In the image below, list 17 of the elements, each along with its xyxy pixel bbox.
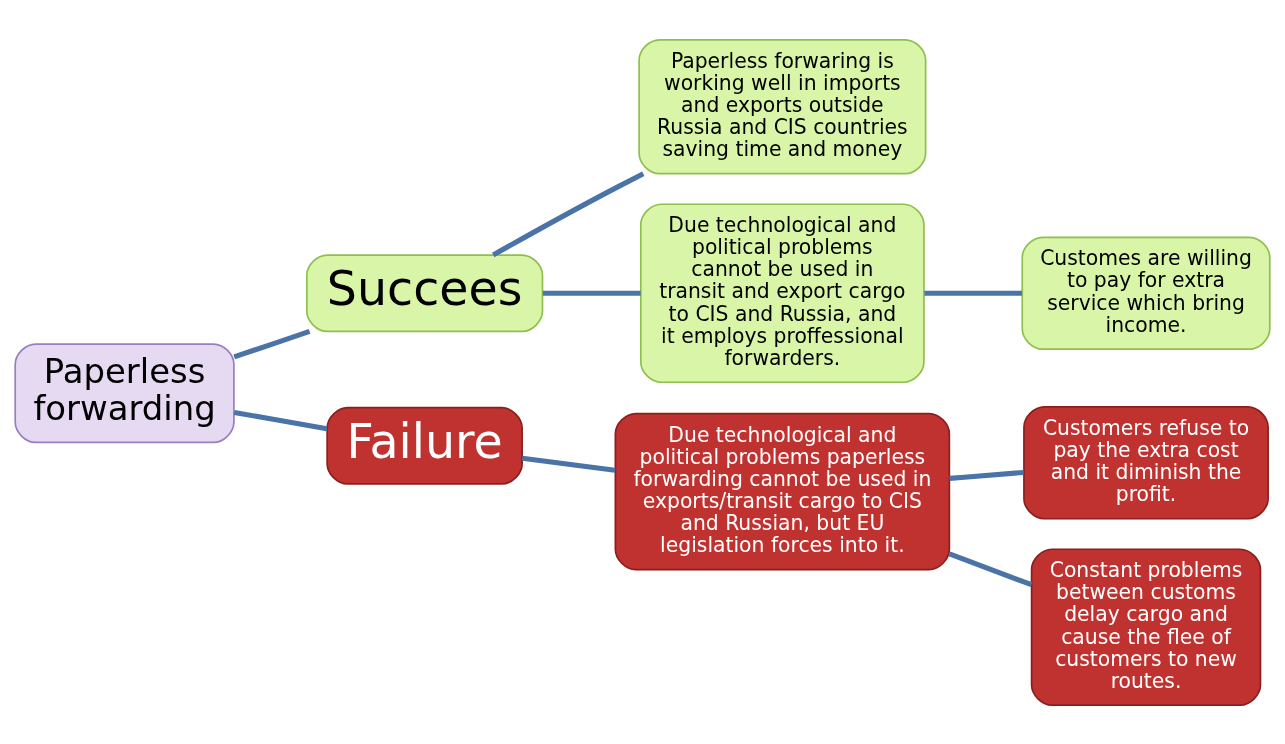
connector — [233, 409, 328, 431]
node-box: Failure — [326, 406, 523, 485]
connector — [542, 290, 641, 296]
connector — [492, 170, 645, 257]
node-box: Due technological and political problems paperless forwarding cannot be used in exports/transit cargo to CIS and Russian, but EU legislation forces into it. — [614, 412, 951, 570]
node-box: Customes are willing to pay for extra service which bring income. — [1021, 235, 1271, 350]
node-box: Customers refuse to pay the extra cost and it diminish the profit. — [1023, 405, 1269, 520]
connector — [233, 328, 311, 359]
connector — [949, 469, 1024, 481]
connector — [924, 290, 1022, 296]
node-box: Paperless forwarding — [14, 342, 235, 443]
connector — [521, 455, 616, 473]
node-box: Succees — [305, 253, 544, 332]
connector — [948, 550, 1033, 587]
node-box: Due technological and political problems cannot be used in transit and export cargo to CIS and Russia, and it employs proffessional forwarders. — [639, 202, 925, 383]
node-box: Constant problems between customs delay cargo and cause the flee of customers to new routes. — [1030, 547, 1262, 706]
node-box: Paperless forwaring is working well in imports and exports outside Russia and CIS countries saving time and money — [638, 38, 927, 175]
